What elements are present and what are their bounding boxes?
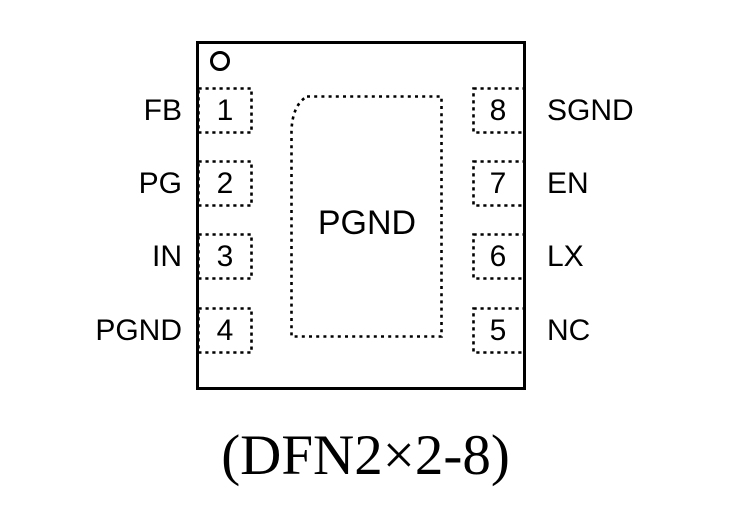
pin-number-1: 1 [216, 94, 234, 127]
exposed-pad-outline [290, 95, 443, 338]
pin1-indicator-icon [210, 51, 230, 71]
package-outline [196, 41, 526, 390]
pin-number-7: 7 [489, 167, 507, 200]
pin-label-lx: LX [547, 240, 584, 273]
pin-label-nc: NC [547, 314, 591, 347]
package-caption: (DFN2×2-8) [221, 424, 510, 487]
pin-label-pgnd: PGND [95, 314, 182, 347]
pin-label-in: IN [152, 240, 182, 273]
pin-label-sgnd: SGND [547, 94, 634, 127]
pin-box-8 [472, 87, 526, 134]
pin-label-fb: FB [143, 94, 182, 127]
pin-box-7 [472, 160, 526, 207]
pin-number-3: 3 [216, 240, 234, 273]
pin-number-8: 8 [489, 94, 507, 127]
pin-box-6 [472, 233, 526, 280]
pin-number-2: 2 [216, 167, 234, 200]
pin-box-5 [472, 307, 526, 354]
exposed-pad-label: PGND [317, 204, 417, 242]
pin-number-6: 6 [489, 240, 507, 273]
pin-number-4: 4 [216, 314, 234, 347]
pin-label-en: EN [547, 167, 589, 200]
pin-number-5: 5 [489, 314, 507, 347]
pin-label-pg: PG [138, 167, 182, 200]
